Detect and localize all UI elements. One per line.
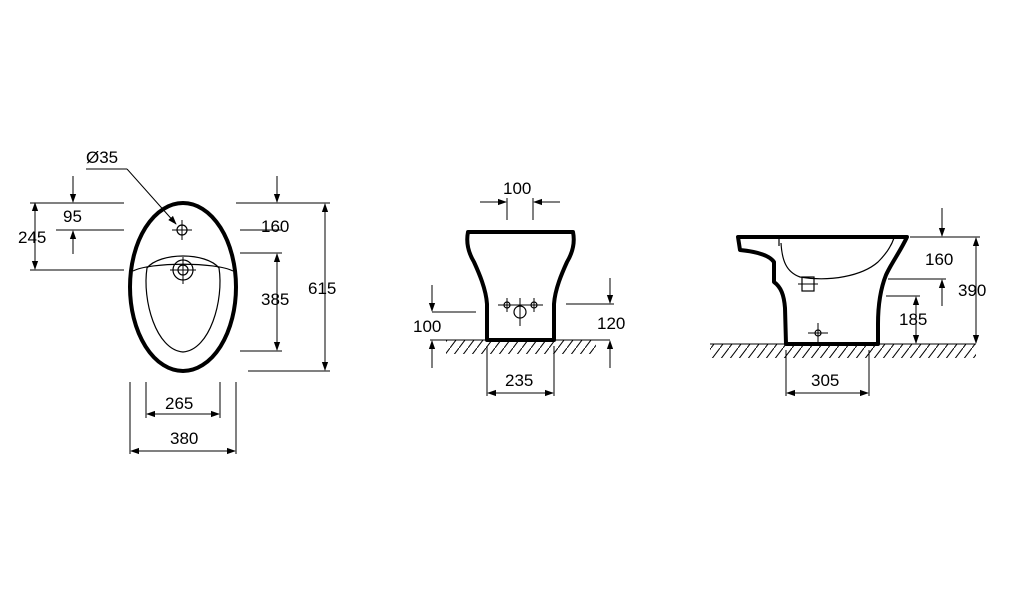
label-inlet-height: 120 <box>597 314 625 333</box>
label-rim-to-tap: 160 <box>261 217 289 236</box>
side-fixing-point <box>808 323 828 343</box>
label-base-width: 235 <box>505 371 533 390</box>
side-outlet <box>798 276 818 292</box>
fixing-points <box>498 298 543 326</box>
label-overall-length: 615 <box>308 279 336 298</box>
front-view: 100 100 120 235 <box>413 179 625 397</box>
label-tap-to-rear: 385 <box>261 290 289 309</box>
inner-basin <box>145 255 221 353</box>
front-body-outline <box>465 230 576 342</box>
label-overall-width: 380 <box>170 429 198 448</box>
label-hole-diameter: Ø35 <box>86 148 118 167</box>
floor-hatch <box>446 340 596 354</box>
label-tap-offset: 95 <box>63 207 82 226</box>
label-fixing-spacing: 100 <box>503 179 531 198</box>
side-view: 160 390 185 305 <box>710 208 986 397</box>
label-rim-depth: 160 <box>925 250 953 269</box>
label-outlet-height: 185 <box>899 310 927 329</box>
side-bowl-curve <box>780 237 895 280</box>
tap-hole <box>172 220 192 240</box>
label-fixing-height: 100 <box>413 317 441 336</box>
top-view: Ø35 95 245 160 385 615 265 <box>18 148 336 455</box>
label-drain-offset: 245 <box>18 228 46 247</box>
bowl-outline <box>128 201 238 373</box>
drain-hole <box>170 257 196 284</box>
label-base-depth: 305 <box>811 371 839 390</box>
floor-hatch <box>710 344 976 358</box>
label-inner-width: 265 <box>165 394 193 413</box>
side-body-outline <box>736 235 909 346</box>
label-overall-height: 390 <box>958 281 986 300</box>
